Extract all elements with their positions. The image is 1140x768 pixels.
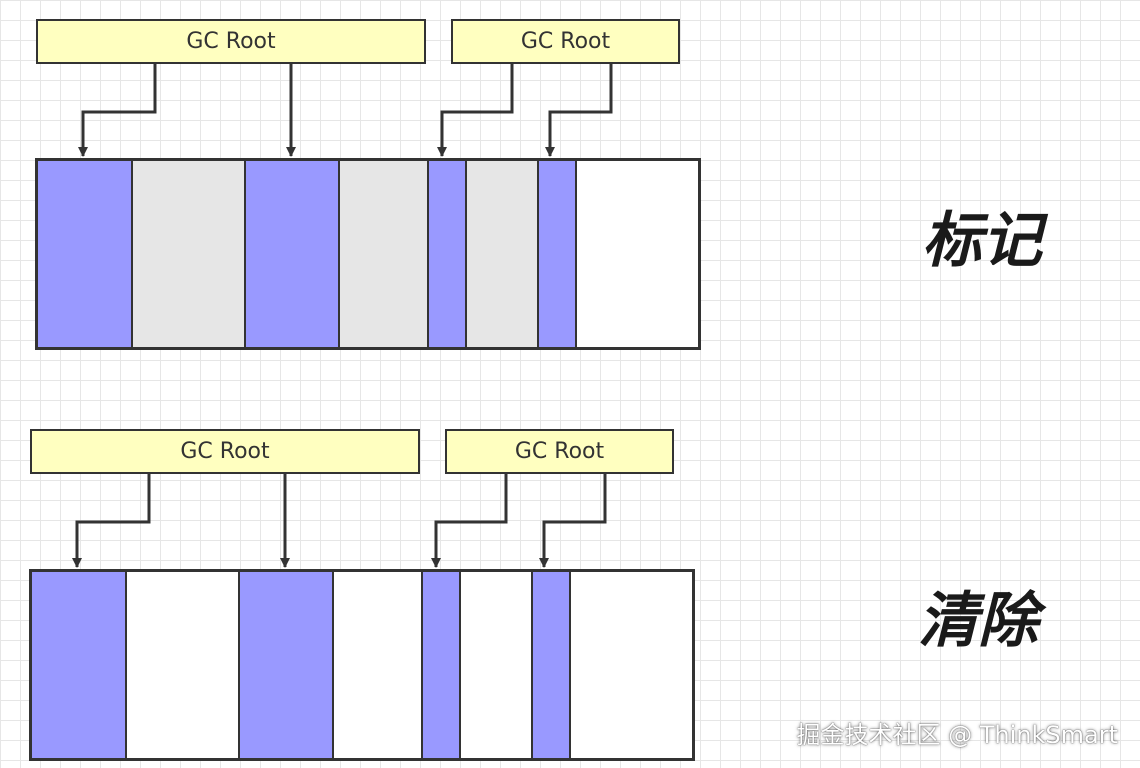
memory-segment: [334, 572, 423, 758]
gc-root-box: GC Root: [451, 19, 680, 64]
gc-root-box: GC Root: [36, 19, 426, 64]
memory-segment: [127, 572, 240, 758]
memory-segment: [246, 161, 340, 347]
memory-segment: [467, 161, 539, 347]
memory-segment: [32, 572, 127, 758]
memory-segment: [577, 161, 698, 347]
reference-arrow: [72, 474, 151, 568]
memory-segment: [423, 572, 461, 758]
memory-segment: [38, 161, 133, 347]
memory-segment: [133, 161, 246, 347]
watermark: 掘金技术社区 @ ThinkSmart: [796, 721, 1118, 749]
memory-segment: [571, 572, 692, 758]
gc-root-box: GC Root: [445, 429, 674, 474]
memory-segment: [461, 572, 533, 758]
reference-arrow: [431, 474, 508, 568]
memory-segment: [240, 572, 334, 758]
memory-segment: [340, 161, 429, 347]
memory-segment: [429, 161, 467, 347]
reference-arrow: [545, 64, 613, 157]
memory-block-row: [29, 569, 695, 761]
memory-segment: [539, 161, 577, 347]
reference-arrow: [539, 474, 607, 568]
stage-label-sweep: 清除: [918, 586, 1038, 656]
reference-arrow: [437, 64, 514, 157]
memory-segment: [533, 572, 571, 758]
stage-label-mark: 标记: [922, 206, 1042, 276]
memory-block-row: [35, 158, 701, 350]
gc-root-box: GC Root: [30, 429, 420, 474]
reference-arrow: [78, 64, 157, 157]
